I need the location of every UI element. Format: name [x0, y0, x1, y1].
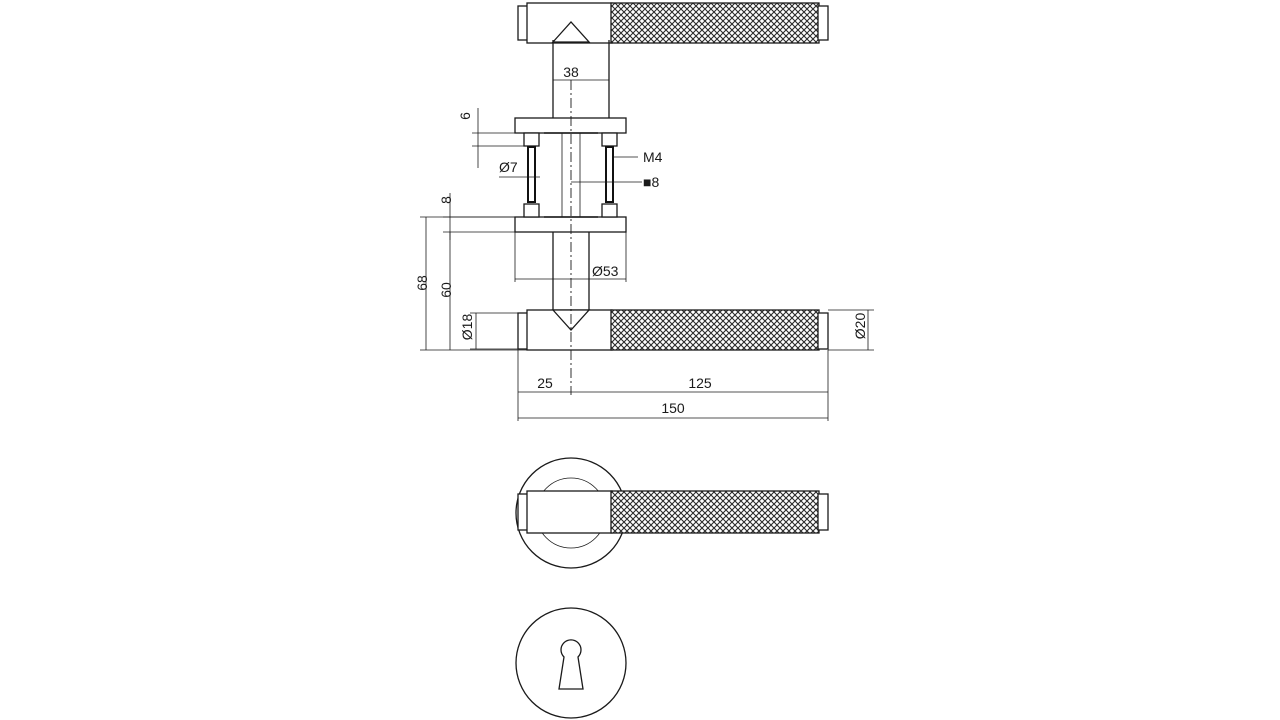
lower-lever-handle [517, 232, 829, 351]
dimension-18-label: Ø18 [459, 314, 475, 341]
dimension-125-label: 125 [688, 375, 712, 391]
dimension-6: 6 [457, 108, 524, 168]
thread-m4: M4 [614, 149, 663, 165]
dimension-25-label: 25 [537, 375, 553, 391]
dimension-38: 38 [552, 64, 610, 118]
dimension-68-label: 68 [414, 275, 430, 291]
spindle-square-8: ■8 [571, 174, 659, 190]
dimension-68: 68 [414, 216, 527, 351]
screw-left [523, 132, 540, 218]
dimension-7: Ø7 [499, 159, 540, 178]
keyhole-icon [558, 639, 584, 690]
dimension-53-label: Ø53 [592, 263, 619, 279]
dimension-150-label: 150 [661, 400, 685, 416]
dimension-60-label: 60 [438, 282, 454, 298]
front-knurled-grip [610, 490, 820, 534]
dimension-53: Ø53 [514, 232, 627, 282]
dimension-8: 8 [438, 193, 515, 240]
keyhole-escutcheon [515, 607, 627, 719]
dimension-7-label: Ø7 [499, 159, 518, 175]
side-view: 38 6 Ø7 M4 ■8 8 [414, 2, 874, 421]
dimension-18: Ø18 [459, 312, 518, 350]
dimension-horizontal: 25 125 150 [517, 350, 829, 421]
dimension-60: 60 [438, 232, 454, 350]
dimension-20: Ø20 [828, 309, 874, 351]
upper-lever-handle [517, 2, 829, 118]
lower-knurled-grip [610, 309, 820, 351]
dimension-38-label: 38 [563, 64, 579, 80]
upper-rose-plate [514, 117, 627, 134]
upper-knurled-grip [610, 2, 820, 44]
dimension-20-label: Ø20 [852, 313, 868, 340]
dimension-8-label: 8 [438, 196, 454, 204]
spindle-square-8-label: ■8 [643, 174, 659, 190]
thread-m4-label: M4 [643, 149, 663, 165]
dimension-6-label: 6 [457, 112, 473, 120]
screw-right [601, 132, 618, 218]
front-view-handle-rose [515, 457, 829, 569]
lower-rose-plate [514, 216, 627, 233]
